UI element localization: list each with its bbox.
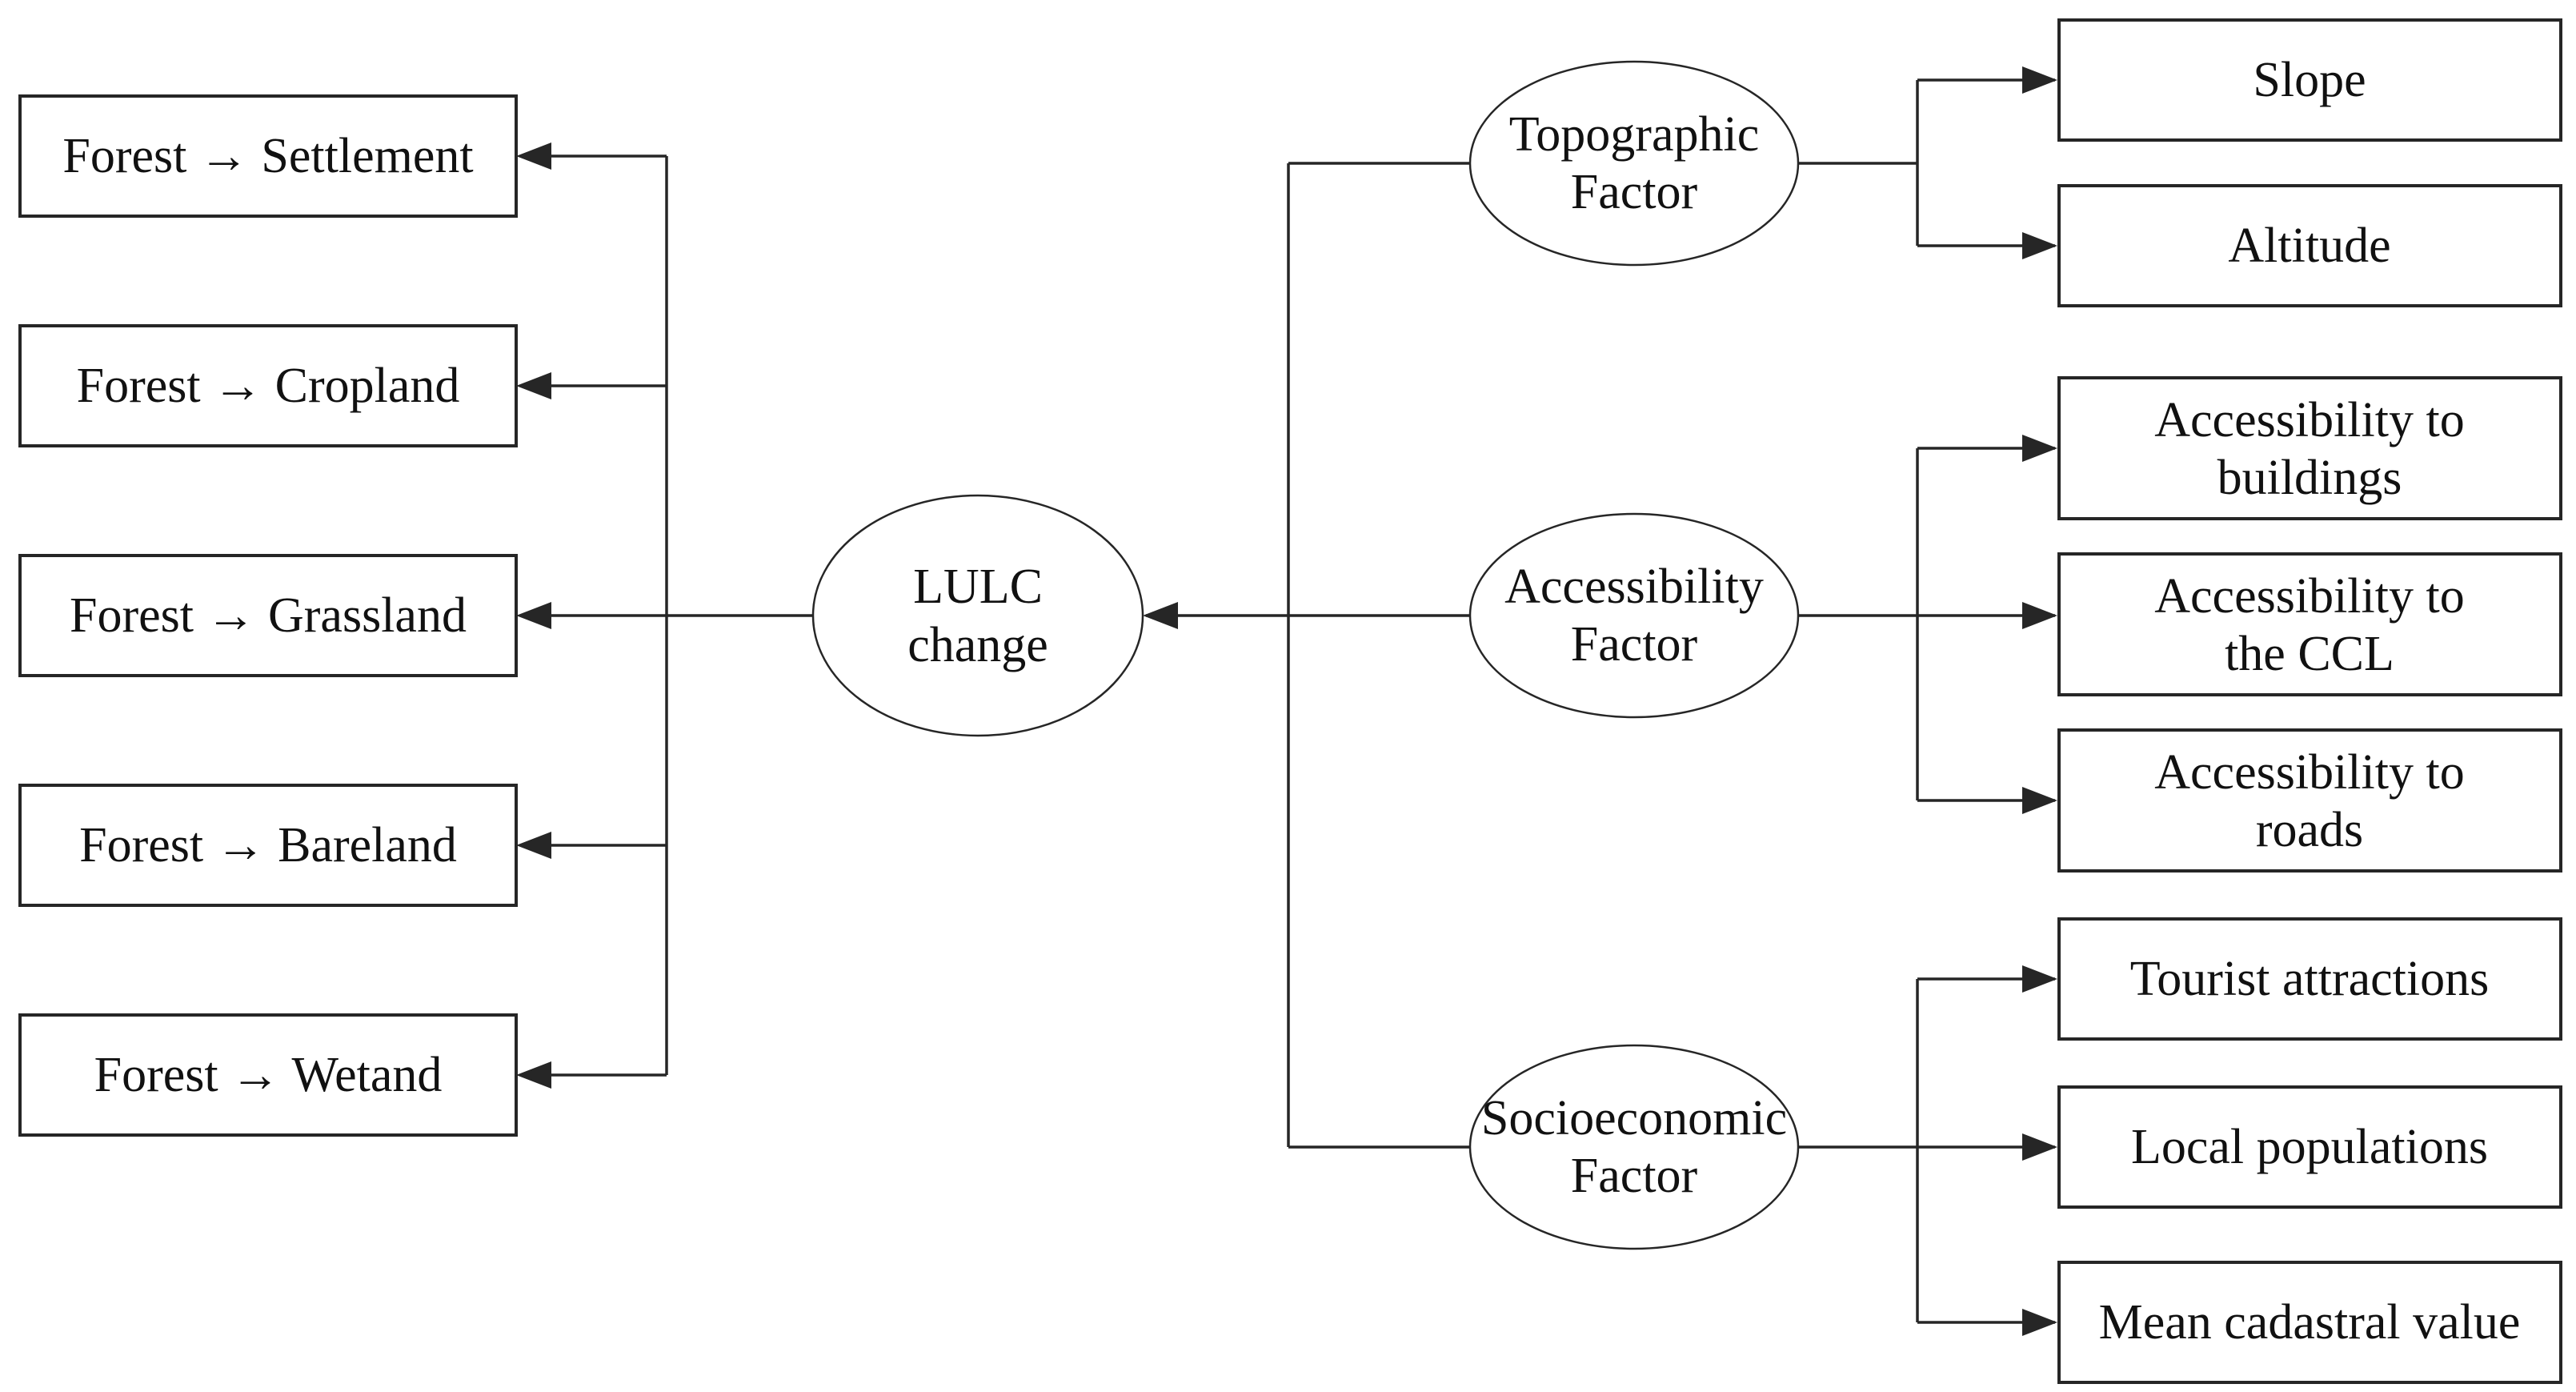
driver-box-local-populations — [2057, 1085, 2562, 1209]
topographic-label-line1: Topographic — [1509, 107, 1759, 162]
factor-ellipse-socioeconomic — [1468, 1044, 1800, 1250]
transition-label-cropland: Forest → Cropland — [77, 359, 460, 413]
transition-label-wetand: Forest → Wetand — [94, 1048, 443, 1102]
arrowhead-settlement-icon — [516, 142, 551, 170]
arrowhead-wetand-icon — [516, 1061, 551, 1089]
driver-label-cadastral: Mean cadastral value — [2099, 1295, 2521, 1350]
transition-box-wetand — [18, 1013, 518, 1137]
driver-box-tourist-attractions — [2057, 917, 2562, 1041]
driver-label-roads-line1: Accessibility to — [2154, 745, 2464, 800]
driver-label-buildings-line2: buildings — [2217, 451, 2402, 505]
driver-box-slope — [2057, 18, 2562, 142]
driver-label-buildings-line1: Accessibility to — [2154, 393, 2464, 447]
driver-label-altitude: Altitude — [2228, 219, 2390, 273]
arrowhead-cadastral-icon — [2022, 1309, 2057, 1336]
topographic-label-line2: Factor — [1571, 165, 1698, 219]
arrowhead-lulc-icon — [1143, 602, 1178, 629]
driver-label-ccl-line1: Accessibility to — [2154, 569, 2464, 624]
arrowhead-bareland-icon — [516, 832, 551, 859]
transition-box-cropland — [18, 324, 518, 447]
driver-box-accessibility-ccl — [2057, 552, 2562, 696]
driver-box-altitude — [2057, 184, 2562, 307]
socioeconomic-label-line2: Factor — [1571, 1149, 1698, 1203]
arrowhead-roads-icon — [2022, 787, 2057, 814]
factor-ellipse-accessibility — [1468, 512, 1800, 719]
socioeconomic-label-line1: Socioeconomic — [1481, 1091, 1787, 1145]
arrowhead-tourist-icon — [2022, 965, 2057, 993]
driver-box-mean-cadastral-value — [2057, 1261, 2562, 1384]
lulc-change-label-line2: change — [907, 618, 1048, 672]
transition-label-settlement: Forest → Settlement — [62, 129, 473, 183]
transition-box-settlement — [18, 94, 518, 218]
transition-label-bareland: Forest → Bareland — [79, 818, 457, 873]
arrowhead-populations-icon — [2022, 1133, 2057, 1161]
driver-box-accessibility-buildings — [2057, 376, 2562, 520]
factor-ellipse-topographic — [1468, 60, 1800, 267]
driver-label-ccl-line2: the CCL — [2225, 627, 2394, 681]
arrowhead-buildings-icon — [2022, 435, 2057, 462]
transition-label-grassland: Forest → Grassland — [70, 588, 467, 643]
transition-box-bareland — [18, 784, 518, 907]
driver-label-populations: Local populations — [2131, 1120, 2488, 1174]
arrowhead-cropland-icon — [516, 372, 551, 399]
lulc-change-label-line1: LULC — [913, 560, 1043, 614]
arrowhead-grassland-icon — [516, 602, 551, 629]
accessibility-label-line1: Accessibility — [1504, 560, 1764, 614]
driver-label-slope: Slope — [2253, 53, 2366, 107]
accessibility-label-line2: Factor — [1571, 617, 1698, 672]
arrowhead-altitude-icon — [2022, 232, 2057, 259]
driver-box-accessibility-roads — [2057, 728, 2562, 873]
arrowhead-slope-icon — [2022, 66, 2057, 94]
transition-box-grassland — [18, 554, 518, 677]
driver-label-roads-line2: roads — [2256, 803, 2363, 857]
driver-label-tourist: Tourist attractions — [2130, 952, 2490, 1006]
lulc-change-ellipse — [811, 494, 1144, 737]
arrowhead-ccl-icon — [2022, 602, 2057, 629]
